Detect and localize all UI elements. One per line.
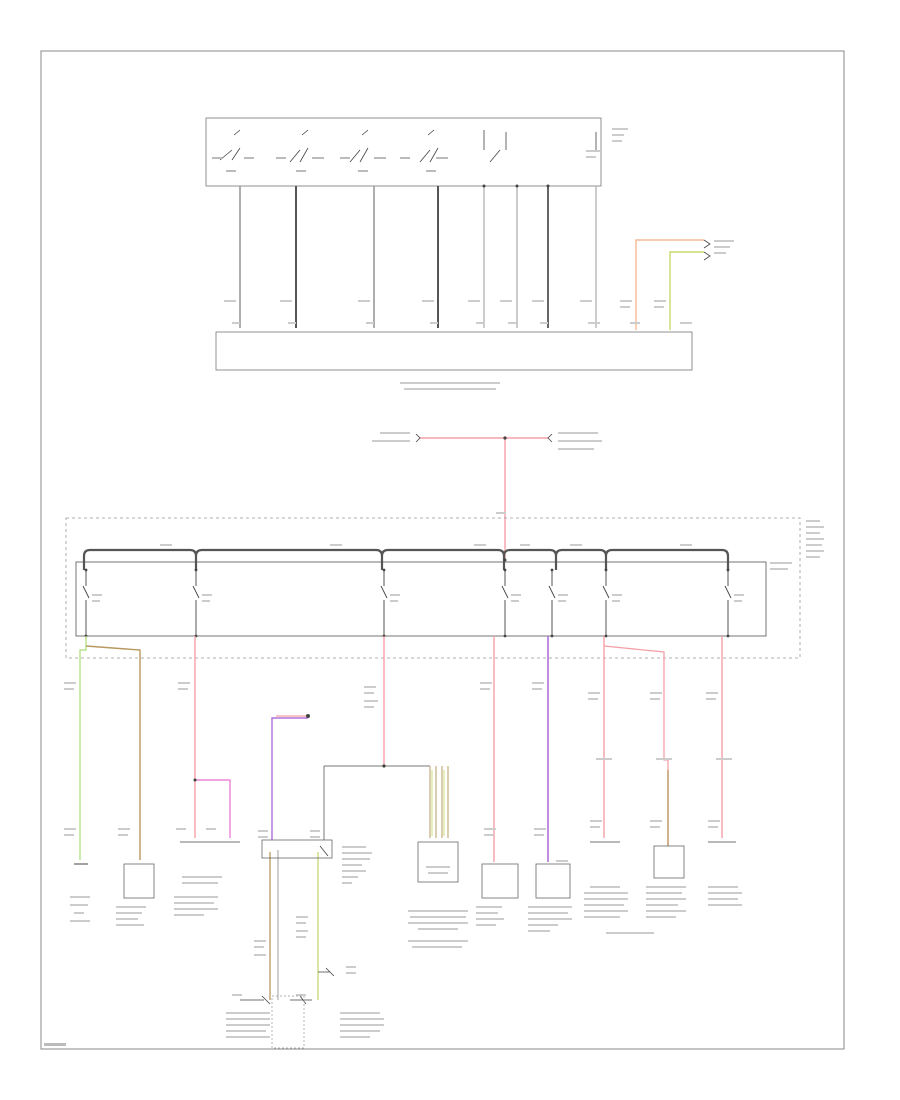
fuse-2: [192, 568, 212, 638]
components: [70, 839, 742, 1049]
lower-wire-labels: [64, 682, 732, 996]
fuse-id-mark: [558, 600, 566, 602]
lower-wires: [79, 636, 723, 1000]
fuse-terminal: [194, 568, 198, 572]
fuse-terminal: [726, 568, 730, 572]
fuse-rating-mark: [92, 594, 102, 596]
switch-block-box: [205, 117, 602, 187]
control-module-box: [215, 331, 693, 371]
component-label-2: [116, 906, 146, 926]
component-connector-3: [174, 841, 240, 916]
splice-points: [306, 558, 507, 768]
fuse-box: [75, 561, 767, 637]
switch-block: [205, 117, 628, 187]
component-label-6: [476, 906, 504, 926]
top-vertical-wires: [239, 184, 597, 328]
top-wire-labels: [224, 300, 600, 324]
component-label-5: [408, 866, 468, 948]
fuse-terminal: [550, 634, 554, 638]
fuse-terminal: [503, 568, 507, 572]
fuse-4: [501, 568, 521, 638]
fuse-6: [602, 568, 622, 638]
component-box-7: [535, 863, 571, 899]
component-box-2: [123, 863, 155, 899]
fuse-rating-mark: [390, 594, 400, 596]
fuse-group: [82, 568, 744, 638]
control-module: [215, 331, 693, 390]
component-box-9: [653, 845, 685, 879]
fuse-box-region: [65, 517, 824, 659]
fuse-terminal: [604, 568, 608, 572]
fuse-terminal: [503, 634, 507, 638]
fuse-7: [724, 568, 744, 638]
fuse-1: [82, 568, 102, 638]
fuse-rating-mark: [202, 594, 212, 596]
switch-terminal-marks: [212, 128, 628, 172]
fuse-box-dashed-frame: [65, 517, 801, 659]
fuse-id-mark: [92, 600, 100, 602]
fuse-id-mark: [734, 600, 742, 602]
component-label-7: [528, 860, 572, 932]
fuse-terminal: [84, 568, 88, 572]
power-feed: [372, 432, 602, 560]
side-connector: [620, 239, 734, 330]
fuse-rating-mark: [511, 594, 521, 596]
fuse-terminal: [604, 634, 608, 638]
component-label-9: [646, 886, 686, 918]
component-connector-8: [584, 841, 654, 934]
component-relay-4: [261, 839, 372, 884]
fuse-3: [380, 568, 400, 638]
fuse-id-mark: [612, 600, 620, 602]
fuse-rating-mark: [558, 594, 568, 596]
component-box-5: [417, 841, 459, 883]
component-connector-10: [708, 841, 742, 906]
diagram-frame: [40, 50, 845, 1050]
component-box-6: [481, 863, 519, 899]
component-ground-1: [70, 863, 90, 922]
fuse-5: [548, 568, 568, 638]
page-reference-mark: [44, 1043, 66, 1046]
bus-bar: [82, 548, 730, 570]
fuse-rating-mark: [612, 594, 622, 596]
fuse-terminal: [382, 568, 386, 572]
fuse-rating-mark: [734, 594, 744, 596]
fuse-id-mark: [202, 600, 210, 602]
component-relay-11: [226, 967, 384, 1049]
switch-contacts: [219, 129, 597, 163]
fuse-id-mark: [511, 600, 519, 602]
fuse-id-mark: [390, 600, 398, 602]
fuse-terminal: [550, 568, 554, 572]
fuse-terminal: [726, 634, 730, 638]
